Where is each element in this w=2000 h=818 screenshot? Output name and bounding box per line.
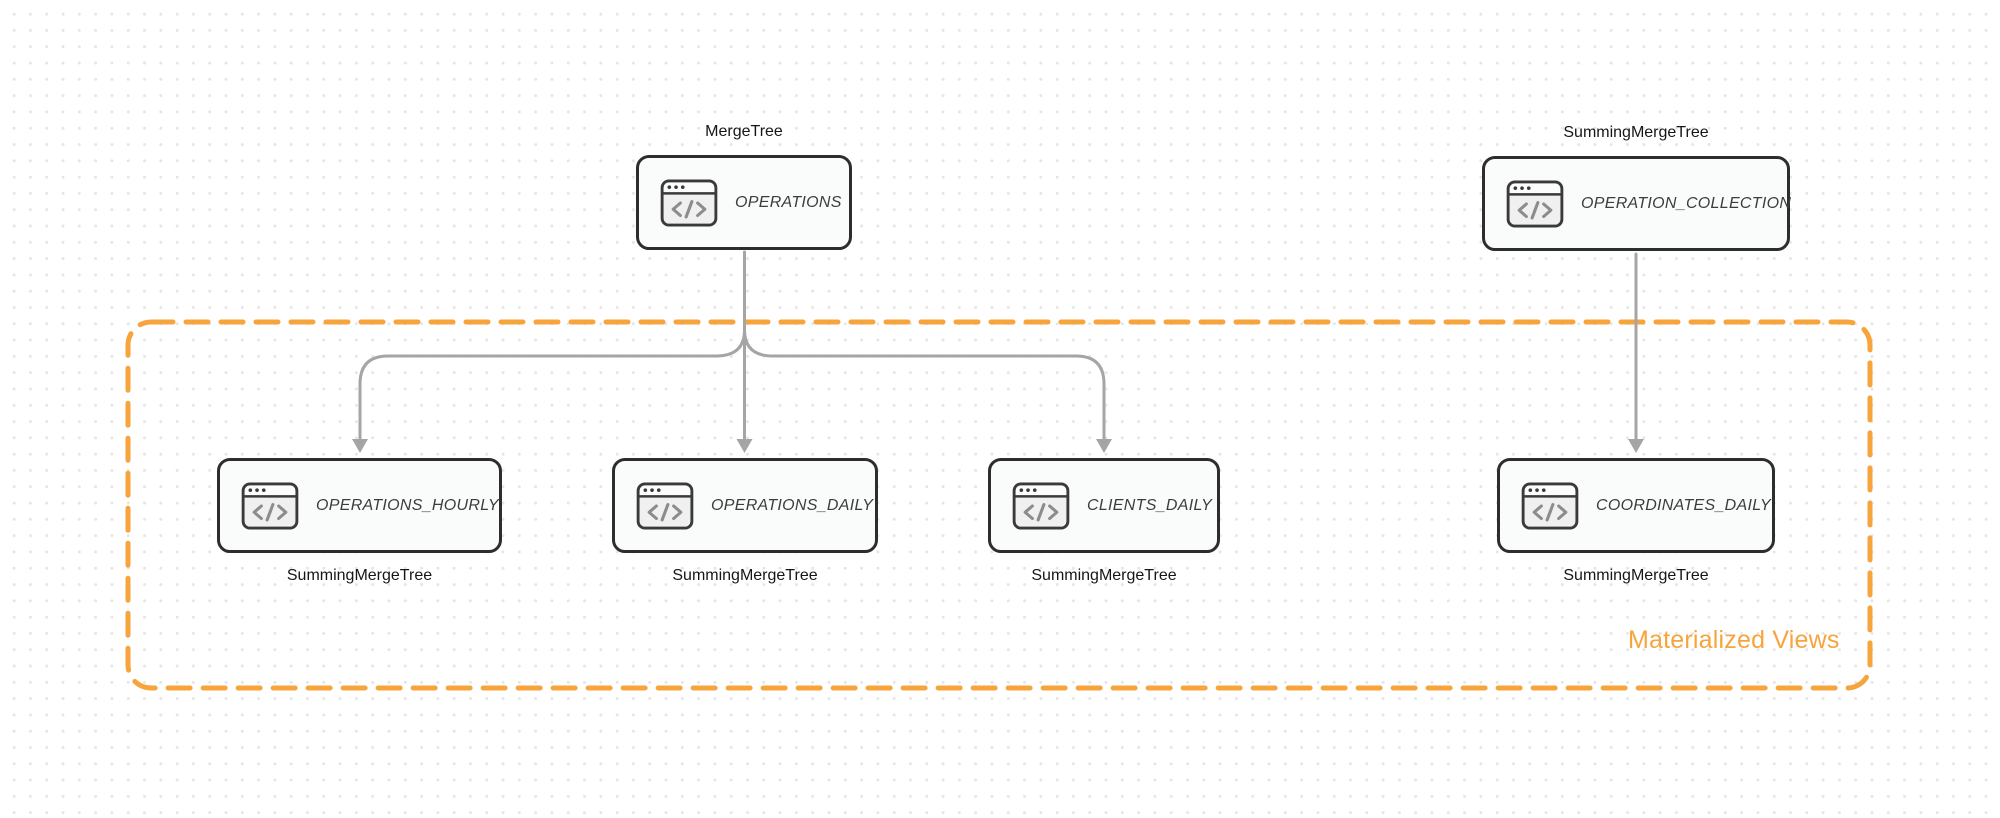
node-name: OPERATION_COLLECTION (1581, 194, 1792, 212)
node-name: OPERATIONS_DAILY (711, 496, 874, 514)
node-operations-hourly: OPERATIONS_HOURLY SummingMergeTree (217, 458, 502, 586)
engine-label: MergeTree (705, 123, 783, 140)
node-clients-daily: CLIENTS_DAILY SummingMergeTree (988, 458, 1220, 586)
node-name: COORDINATES_DAILY (1596, 496, 1771, 514)
node-name: CLIENTS_DAILY (1087, 496, 1213, 514)
materialized-views-group-label: Materialized Views (1628, 626, 1840, 654)
node-operations: MergeTree OPERATIONS (636, 122, 852, 250)
engine-label: SummingMergeTree (1563, 124, 1709, 141)
code-window-icon (636, 481, 694, 530)
arrowhead-down-icon (1096, 439, 1112, 453)
arrowhead-down-icon (352, 439, 368, 453)
code-window-icon (1521, 481, 1579, 530)
connector-operations-to-operations-hourly (358, 328, 746, 442)
arrowhead-down-icon (736, 439, 753, 453)
engine-label: SummingMergeTree (1031, 567, 1177, 584)
connector-operations-to-clients-daily (743, 328, 1106, 442)
code-window-icon (1506, 179, 1564, 228)
code-window-icon (241, 481, 299, 530)
node-operation-collection: SummingMergeTree OPERATION_COLLECTION (1482, 123, 1792, 251)
node-box-coordinates-daily[interactable]: COORDINATES_DAILY (1497, 458, 1775, 553)
node-coordinates-daily: COORDINATES_DAILY SummingMergeTree (1497, 458, 1775, 586)
engine-label: SummingMergeTree (672, 567, 818, 584)
node-box-operations-daily[interactable]: OPERATIONS_DAILY (612, 458, 878, 553)
code-window-icon (1012, 481, 1070, 530)
node-box-operations-hourly[interactable]: OPERATIONS_HOURLY (217, 458, 502, 553)
arrowhead-down-icon (1628, 439, 1644, 453)
node-box-operations[interactable]: OPERATIONS (636, 155, 852, 250)
code-window-icon (660, 178, 718, 227)
node-name: OPERATIONS_HOURLY (316, 496, 499, 514)
node-operations-daily: OPERATIONS_DAILY SummingMergeTree (612, 458, 878, 586)
node-box-clients-daily[interactable]: CLIENTS_DAILY (988, 458, 1220, 553)
node-box-operation-collection[interactable]: OPERATION_COLLECTION (1482, 156, 1792, 251)
node-name: OPERATIONS (735, 193, 842, 211)
engine-label: SummingMergeTree (1563, 567, 1709, 584)
engine-label: SummingMergeTree (286, 567, 433, 584)
